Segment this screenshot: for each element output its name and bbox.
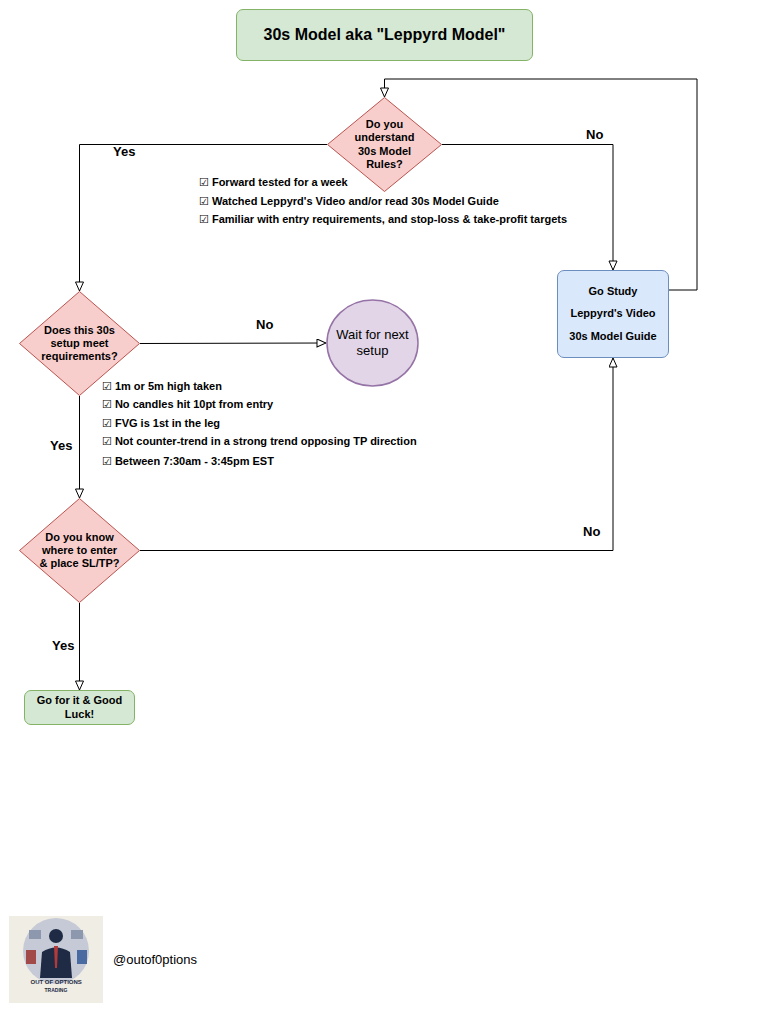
terminal-circle: Wait for next setup bbox=[326, 299, 419, 387]
node-text: Do you know where to enter & place SL/TP… bbox=[37, 531, 123, 571]
checklist-item: ☑ Forward tested for a week bbox=[199, 176, 348, 189]
decision-diamond: Do you know where to enter & place SL/TP… bbox=[19, 498, 140, 603]
flow-arrow bbox=[79, 396, 80, 498]
diamond-shape bbox=[20, 499, 140, 603]
logo-text: TRADING bbox=[45, 987, 68, 993]
circle-shape bbox=[327, 300, 418, 386]
process-box: Go StudyLeppyrd's Video 30s Model Guide bbox=[557, 270, 669, 358]
edge-label: Yes bbox=[50, 438, 72, 454]
edge-label: No bbox=[256, 317, 273, 333]
logo-tie bbox=[54, 946, 58, 968]
checklist-item: ☑ Not counter-trend in a strong trend op… bbox=[102, 435, 417, 448]
logo-head bbox=[49, 929, 63, 943]
diamond-shape bbox=[20, 292, 140, 396]
logo-chart bbox=[71, 930, 83, 939]
logo-chart bbox=[29, 930, 41, 939]
node-content: Go StudyLeppyrd's Video 30s Model Guide bbox=[558, 271, 668, 357]
flow-arrow bbox=[79, 603, 80, 690]
node-text: Do you understand 30s Model Rules? bbox=[345, 118, 425, 171]
end-box: Go for it & Good Luck! bbox=[24, 690, 135, 725]
node-text: Go Study bbox=[589, 285, 638, 298]
title-text: 30s Model aka "Leppyrd Model" bbox=[264, 26, 506, 44]
checklist-item: ☑ 1m or 5m high taken bbox=[102, 380, 222, 393]
title-box: 30s Model aka "Leppyrd Model" bbox=[236, 9, 533, 61]
node-text: Leppyrd's Video bbox=[571, 307, 656, 320]
node-content: Do you know where to enter & place SL/TP… bbox=[19, 498, 140, 603]
node-content: Go for it & Good Luck! bbox=[25, 691, 134, 724]
flow-arrow bbox=[140, 343, 326, 345]
node-text: Go for it & Good Luck! bbox=[30, 694, 130, 720]
checklist-item: ☑ Watched Leppyrd's Video and/or read 30… bbox=[199, 195, 499, 208]
checklist-item: ☑ FVG is 1st in the leg bbox=[102, 417, 220, 430]
checklist-item: ☑ Between 7:30am - 3:45pm EST bbox=[102, 455, 274, 468]
node-text: Does this 30s setup meet requirements? bbox=[38, 324, 122, 364]
edge-label: Yes bbox=[52, 638, 74, 654]
edge-label: Yes bbox=[113, 144, 135, 160]
checklist-item: ☑ Familiar with entry requirements, and … bbox=[199, 213, 567, 226]
flow-arrow bbox=[385, 79, 698, 290]
logo-text: OUT OF OPTIONS bbox=[31, 979, 82, 986]
checklist-item: ☑ No candles hit 10pt from entry bbox=[102, 398, 273, 411]
handle-text: @outof0ptions bbox=[113, 952, 197, 968]
logo-background bbox=[9, 916, 103, 1003]
node-text: Wait for next setup bbox=[331, 327, 415, 358]
edge-label: No bbox=[586, 127, 603, 143]
node-content: Wait for next setup bbox=[326, 299, 419, 387]
node-text: 30s Model Guide bbox=[569, 330, 656, 343]
logo-chart bbox=[77, 950, 87, 964]
edge-label: No bbox=[583, 524, 600, 540]
flow-arrow bbox=[442, 145, 613, 271]
logo-chart bbox=[26, 950, 36, 964]
logo-collage bbox=[23, 918, 89, 984]
